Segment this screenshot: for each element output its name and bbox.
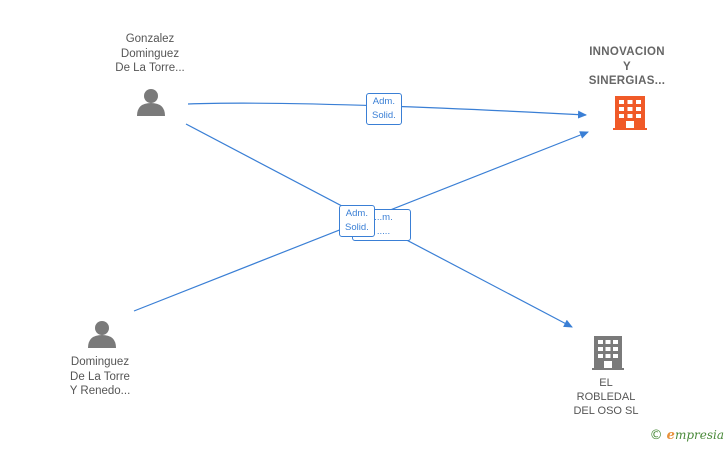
building-icon[interactable] (613, 96, 647, 130)
person-icon[interactable] (88, 321, 116, 348)
building-icon[interactable] (592, 336, 624, 370)
person-name[interactable]: Dominguez De La Torre Y Renedo... (69, 356, 131, 397)
company-name[interactable]: EL ROBLEDAL DEL OSO SL (573, 377, 639, 417)
person-icon[interactable] (137, 89, 165, 116)
person-name[interactable]: Gonzalez Dominguez De La Torre... (115, 33, 185, 74)
brand-logo: ©empresia (649, 428, 724, 443)
relation-label: Adm. Solid. (366, 93, 402, 125)
edge-person1-company1 (187, 102, 587, 119)
relation-label: Adm. Solid. (339, 205, 375, 237)
company-name[interactable]: INNOVACION Y SINERGIAS... (588, 46, 666, 87)
